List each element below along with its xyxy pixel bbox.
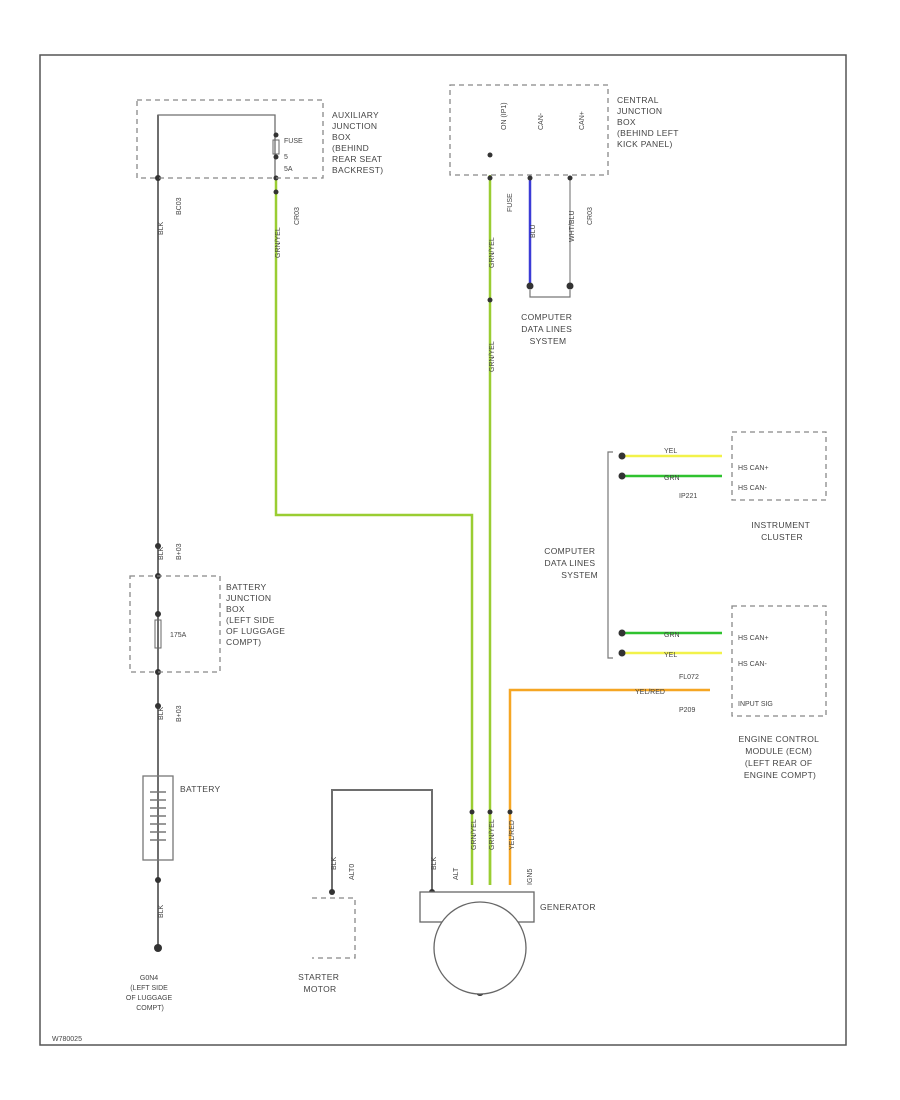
aux-box-label: AUXILIARY JUNCTION BOX (BEHIND REAR SEAT… (332, 110, 385, 175)
green-yellow-wire-aux (274, 180, 474, 885)
generator-symbol (419, 891, 535, 995)
wire-label-grn-yel-4: GRN/YEL (471, 819, 478, 850)
wire-label-yel-ecm: YEL (664, 652, 677, 659)
ecm-pin-2: HS CAN- (738, 661, 767, 668)
wire-label-wht-blu: WHT/BLU (569, 211, 576, 243)
wire-label-yel-red-2: YEL/RED (635, 689, 665, 696)
bjb-fuse-label: 175A (170, 632, 187, 639)
wire-label-yel-red-1: YEL/RED (509, 820, 516, 850)
instrument-cluster-box (731, 431, 827, 501)
wire-label-grn-yel-1: GRN/YEL (275, 227, 282, 258)
orange-p-wire (508, 688, 710, 885)
wire-label-grn-yel-3: GRN/YEL (489, 341, 496, 372)
data-lines-bracket-top (529, 290, 571, 298)
wire-label-grn-ic: GRN (664, 475, 680, 482)
wire-label-blu: BLU (530, 224, 537, 238)
aux-fuse-symbol (272, 139, 280, 155)
aux-box-bus (157, 114, 276, 180)
wire-label-blk-2: BLK (158, 546, 165, 560)
wire-label-grn-yel-5: GRN/YEL (489, 819, 496, 850)
cjb-pin-1: ON (IP1) (501, 102, 508, 130)
starter-motor-box (312, 897, 356, 959)
cjb-label: CENTRAL JUNCTION BOX (BEHIND LEFT KICK P… (617, 95, 681, 149)
wire-label-b-1: B+03 (176, 543, 183, 560)
ic-pin-2: HS CAN- (738, 485, 767, 492)
data-lines-label-mid: COMPUTER DATA LINES SYSTEM (544, 546, 598, 580)
generator-label: GENERATOR (540, 902, 596, 912)
wire-label-ign: IGN5 (527, 869, 534, 885)
battery-label: BATTERY (180, 784, 221, 794)
battery-junction-box (129, 575, 221, 673)
wire-label-fuse: FUSE (507, 193, 514, 212)
starter-generator-wire (331, 789, 433, 892)
wire-label-grn-ecm: GRN (664, 632, 680, 639)
ic-pin-1: HS CAN+ (738, 465, 769, 472)
ecm-box (731, 605, 827, 717)
ic-connector-label: IP221 (679, 493, 697, 500)
ground-label: G0N4 (LEFT SIDE OF LUGGAGE COMPT) (126, 975, 174, 1012)
aux-fuse-label: FUSE 5 5A (284, 138, 305, 173)
ecm-pin-3: INPUT SIG (738, 701, 773, 708)
cjb-pin-3: CAN+ (579, 111, 586, 130)
ecm-connector-1: FL072 (679, 674, 699, 681)
diagram-frame (39, 54, 847, 1046)
aux-junction-box (136, 99, 324, 179)
bjb-label: BATTERY JUNCTION BOX (LEFT SIDE OF LUGGA… (226, 582, 288, 647)
central-junction-box (449, 84, 609, 176)
wire-label-yel-ic: YEL (664, 448, 677, 455)
wire-label-cr2: CR03 (587, 207, 594, 225)
wire-label-blk-3: BLK (158, 706, 165, 720)
ecm-connector-2: P209 (679, 707, 695, 714)
instrument-cluster-label: INSTRUMENT CLUSTER (751, 520, 812, 542)
wire-label-alt0: ALT0 (349, 864, 356, 880)
cjb-pin-2: CAN- (538, 112, 545, 130)
wire-label-b-2: B+03 (176, 705, 183, 722)
wire-label-blk-4: BLK (158, 904, 165, 918)
starter-motor-label: STARTER MOTOR (298, 972, 342, 994)
data-lines-label-top: COMPUTER DATA LINES SYSTEM (521, 312, 575, 346)
battery-symbol (142, 775, 174, 861)
data-lines-brace-mid (607, 451, 613, 659)
wire-label-blk-5: BLK (331, 856, 338, 870)
gen-term-alt: ALT (453, 867, 460, 880)
wire-label-blk-1: BLK (158, 221, 165, 235)
wire-label-bc: BC03 (176, 197, 183, 215)
ecm-label: ENGINE CONTROL MODULE (ECM) (LEFT REAR O… (738, 734, 821, 780)
wire-label-cr: CR03 (294, 207, 301, 225)
ecm-pin-1: HS CAN+ (738, 635, 769, 642)
footer-code: W780025 (52, 1036, 82, 1043)
wire-label-grn-yel-2: GRN/YEL (489, 237, 496, 268)
wire-label-blk-6: BLK (431, 856, 438, 870)
bjb-fuse-symbol (154, 619, 162, 649)
